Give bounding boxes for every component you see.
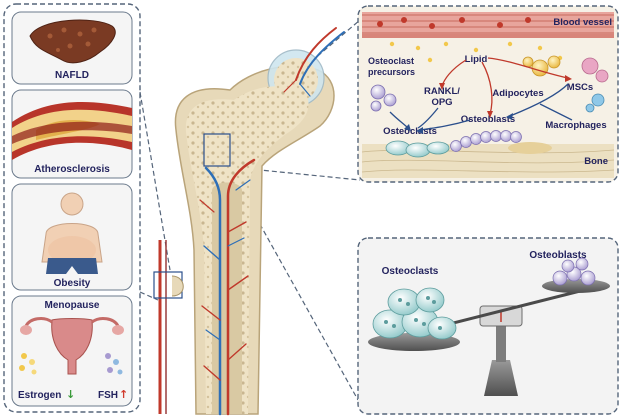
lipid-label: Lipid: [465, 54, 488, 65]
nafld-label: NAFLD: [55, 70, 89, 81]
atherosclerosis-card: Atherosclerosis: [11, 89, 133, 179]
balance-panel: Osteoclasts Osteoblasts: [357, 237, 619, 415]
femur-vessels: [199, 27, 345, 416]
artery-icon: [12, 101, 132, 160]
fsh-label: FSH: [98, 390, 118, 401]
side-vessel: [153, 240, 184, 414]
macrophages-label: Macrophages: [545, 120, 606, 131]
adipocytes-label: Adipocytes: [492, 88, 543, 99]
balance-osteoblasts-label: Osteoblasts: [529, 250, 587, 261]
bone-label: Bone: [584, 156, 608, 167]
bone-lamellae: [361, 149, 615, 173]
surface-osteoblasts: [450, 130, 522, 152]
uterus-icon: [20, 317, 124, 375]
left-panel: NAFLD Atherosclerosis Obesity: [3, 3, 141, 413]
msc-cells: [581, 57, 609, 83]
nafld-card: NAFLD: [11, 11, 133, 85]
osteoclast-precursor-cells: [370, 84, 397, 112]
menopause-label: Menopause: [44, 300, 99, 311]
osteoclast-precursors-label-2: precursors: [368, 67, 415, 77]
fsh-up-arrow: ↑: [119, 388, 128, 401]
rankl-opg-label-1: RANKL/: [424, 86, 460, 97]
obesity-card: Obesity: [11, 183, 133, 291]
atherosclerosis-label: Atherosclerosis: [34, 164, 110, 175]
balance-osteoblast-cells: [552, 257, 596, 286]
menopause-card: Menopause Estrogen ↓ FSH ↑: [11, 295, 133, 407]
arrow-heads: [404, 75, 572, 134]
balance-osteoclast-cells: [372, 287, 457, 340]
obese-person-icon: [41, 192, 103, 274]
macrophage-cells: [585, 93, 605, 113]
rankl-opg-label-2: OPG: [431, 97, 452, 108]
surface-osteoclasts: [385, 140, 450, 158]
hormone-dots: [19, 353, 123, 375]
estrogen-down-arrow: ↓: [66, 388, 75, 401]
blood-vessel-label: Blood vessel: [553, 17, 612, 28]
mscs-label: MSCs: [567, 82, 593, 93]
estrogen-label: Estrogen: [18, 390, 61, 401]
osteoblasts-label: Osteoblasts: [461, 114, 515, 125]
liver-icon: [29, 19, 116, 64]
marrow-panel: Blood vessel Lipid Osteoclast precursors…: [357, 5, 619, 183]
blood-cells: [377, 17, 563, 63]
femur: [174, 49, 335, 415]
balance-osteoclasts-label: Osteoclasts: [382, 266, 439, 277]
osteoclasts-label: Osteoclasts: [383, 126, 437, 137]
obesity-label: Obesity: [54, 278, 91, 289]
osteoclast-precursors-label-1: Osteoclast: [368, 56, 414, 66]
